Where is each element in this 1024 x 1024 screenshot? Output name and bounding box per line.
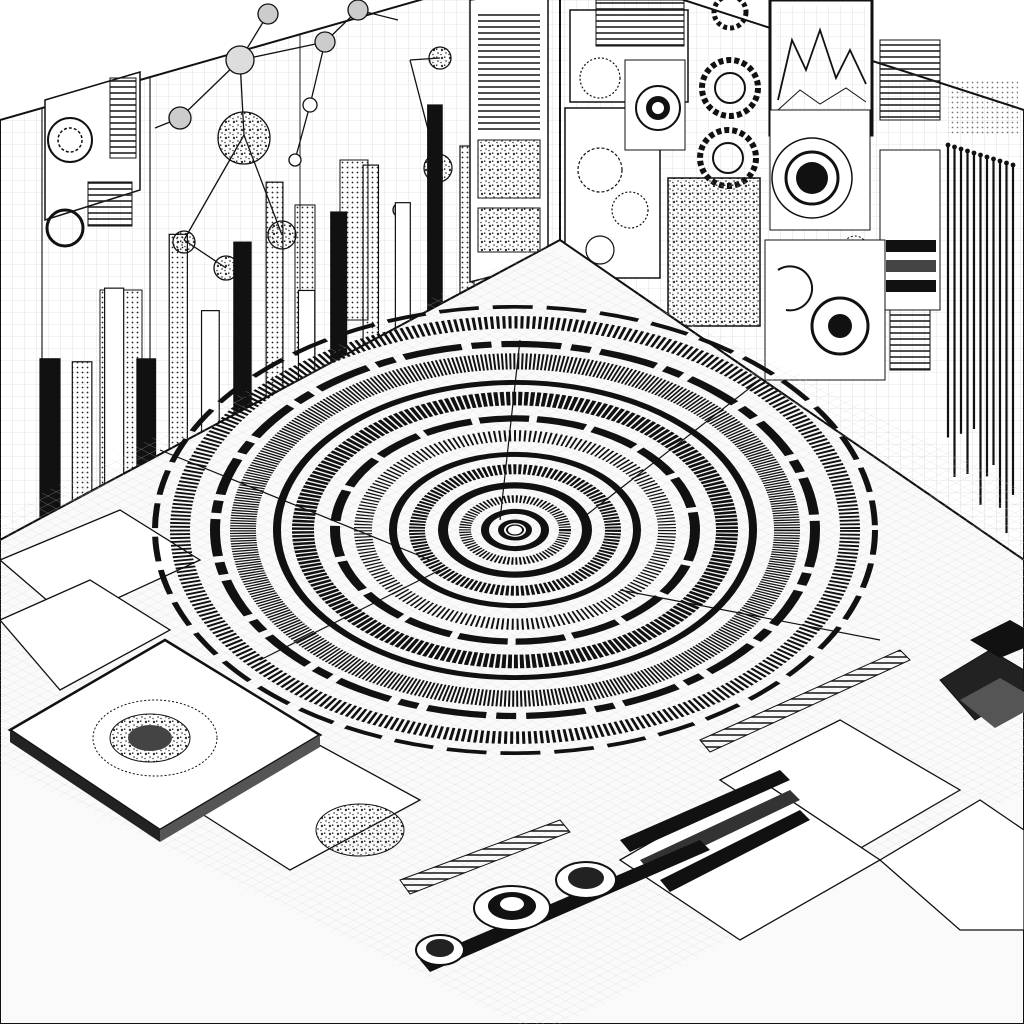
left-wall-panel bbox=[0, 0, 561, 542]
dial-ring bbox=[481, 508, 549, 552]
wall-bar bbox=[168, 233, 188, 453]
right-wall-panel bbox=[559, 0, 1024, 562]
bar-cap bbox=[997, 158, 1003, 164]
dial-ring bbox=[389, 451, 641, 609]
dial-hub bbox=[506, 524, 524, 536]
dial-ring bbox=[210, 340, 820, 720]
dial-ring bbox=[438, 482, 592, 578]
dial-ring bbox=[230, 353, 800, 707]
tray-dial-panel bbox=[7, 638, 323, 842]
slider-bars bbox=[399, 649, 911, 972]
bar-cap bbox=[978, 152, 983, 158]
wall-bar bbox=[362, 164, 380, 352]
bar-cap bbox=[1010, 162, 1016, 168]
dial-ring bbox=[330, 415, 700, 645]
arc-dial-icon bbox=[764, 239, 931, 381]
bar-cap bbox=[952, 144, 957, 150]
bar-cap bbox=[945, 142, 951, 148]
bar-cap bbox=[971, 150, 977, 156]
ring-dial-icon bbox=[624, 59, 686, 151]
dial-ring bbox=[354, 430, 676, 630]
gauge-dial-panel bbox=[44, 70, 141, 248]
dial-ring bbox=[152, 304, 878, 756]
knob-icon bbox=[315, 803, 617, 966]
striped-panel bbox=[469, 0, 549, 283]
vertical-bar-array bbox=[945, 142, 1016, 533]
bar-cap bbox=[984, 154, 990, 160]
large-ring-dial bbox=[769, 109, 871, 261]
dial-ring bbox=[459, 495, 571, 565]
bar-cap bbox=[1004, 160, 1009, 166]
floor-button-cluster bbox=[939, 620, 1024, 728]
dial-ring bbox=[409, 464, 621, 596]
bar-cap bbox=[965, 148, 970, 154]
bar-cap bbox=[958, 146, 964, 152]
dial-ring bbox=[498, 519, 532, 541]
dial-ring bbox=[170, 316, 860, 744]
dial-ring bbox=[292, 391, 738, 669]
central-concentric-dial bbox=[152, 304, 881, 756]
wall-bar bbox=[427, 104, 443, 318]
bar-cap bbox=[991, 156, 996, 162]
